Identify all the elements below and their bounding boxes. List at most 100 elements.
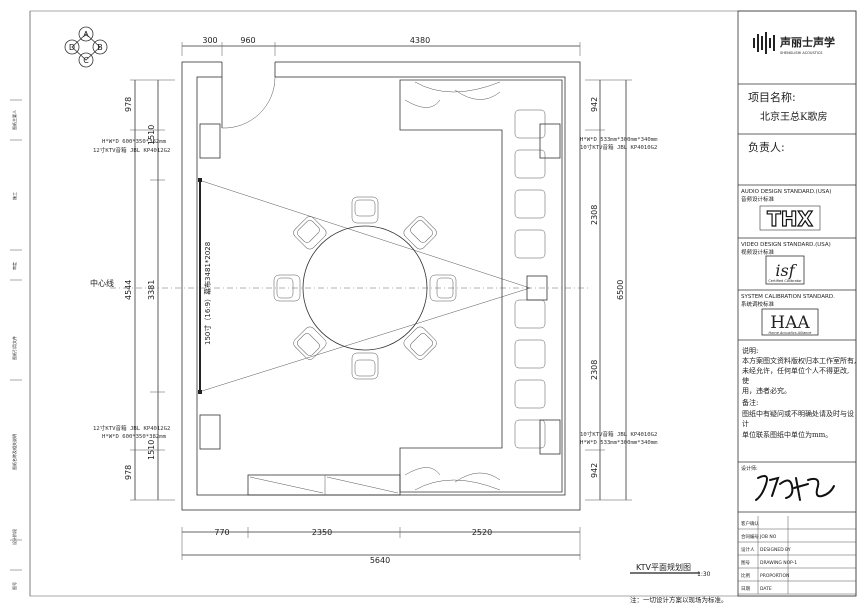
chair: [403, 216, 437, 250]
speaker-right-bottom: [539, 419, 561, 455]
bottom-dimensions: 770 2350 2520 5640: [181, 527, 581, 565]
dim-left: 978: [124, 97, 133, 112]
isf-text: isf: [775, 261, 797, 280]
spk-rb-model: 10寸KTV音箱 JBL KP4010G2: [580, 430, 657, 438]
drawing-title-text: KTV平面规划图: [636, 562, 691, 572]
dim-top: 960: [240, 36, 255, 45]
title-block: 声丽士声学 SHENGLISHI ACOUSTICS 项目名称: 北京王总K歌房…: [737, 10, 857, 597]
chair: [273, 274, 301, 302]
margin-label: 图纸名称及相关说明: [11, 434, 17, 470]
dim-top: 300: [202, 36, 217, 45]
haa-logo: HAA Home Acoustics Alliance: [761, 308, 819, 336]
note-line: 未经允许，任何单位个人不得更改,: [742, 366, 849, 375]
dim-right: 2308: [590, 205, 599, 225]
note-line: 备注:: [742, 398, 758, 407]
dim-left: 3381: [147, 280, 156, 300]
isf-sub: Certified Calibrator: [768, 279, 802, 283]
dim-top: 4380: [410, 36, 430, 45]
note-line: 单位联系图纸中单位为mm。: [742, 430, 832, 439]
speaker-right-top: [539, 123, 561, 159]
speaker-annotations: H*W*D 600*350*382mm 12寸KTV音箱 JBL KP4012G…: [93, 137, 658, 446]
note-line: 用，违者必究。: [742, 386, 791, 395]
info-cell: 设计人: [741, 546, 755, 553]
sofa-right: [399, 79, 563, 493]
margin-label: 图纸引用文件: [11, 336, 17, 360]
audio-std-cn: 音频设计标准: [741, 195, 775, 203]
left-dimensions: 978 1510 4544 3381 1510 978: [124, 79, 175, 501]
drawing-title: KTV平面规划图 1:30: [630, 562, 711, 578]
dim-bottom-total: 5640: [370, 556, 390, 565]
compass-label-a: A: [83, 30, 89, 39]
compass-label-d: D: [69, 43, 75, 52]
video-std: VIDEO DESIGN STANDARD.(USA): [741, 242, 831, 248]
center-line-label: 中心线: [90, 278, 114, 288]
outer-wall: [181, 61, 581, 511]
notes: 说明: 本方案图文资料版权归本工作室所有, 未经允许，任何单位个人不得更改, 使…: [742, 346, 856, 439]
speaker-left-top: [199, 123, 221, 159]
chair: [293, 216, 327, 250]
info-cell: JOB NO: [759, 534, 777, 540]
audio-std: AUDIO DESIGN STANDARD.(USA): [741, 189, 831, 195]
signature: [755, 475, 835, 501]
spk-rt-size: H*W*D 533mm*300mm*340mm: [580, 137, 658, 143]
compass-label-c: C: [83, 56, 89, 65]
dim-left: 1510: [147, 125, 156, 145]
info-cell: DATE: [760, 586, 772, 592]
spk-lb-model: 12寸KTV音箱 JBL KP4012G2: [93, 424, 170, 432]
note-line: 使: [742, 376, 749, 385]
margin-label: 图纸主要人: [11, 110, 17, 130]
compass-icon: A B C D: [64, 26, 108, 68]
speaker-left-bottom: [199, 414, 221, 450]
dim-bottom: 770: [214, 528, 229, 537]
project-name: 北京王总K歌房: [760, 110, 827, 123]
center-speaker: [526, 275, 548, 301]
info-cell: P-1: [790, 560, 797, 566]
spk-lt-model: 12寸KTV音箱 JBL KP4012G2: [93, 146, 170, 154]
margin-label: 图号: [11, 582, 17, 590]
dim-right: 6500: [616, 280, 625, 300]
round-table: [302, 225, 428, 351]
margin-label: 施工: [11, 192, 17, 200]
owner-label: 负责人:: [748, 140, 785, 154]
chair: [429, 274, 457, 302]
logo: 声丽士声学 SHENGLISHI ACOUSTICS: [753, 32, 835, 55]
note-line: 说明:: [742, 346, 758, 355]
sys-std: SYSTEM CALIBRATION STANDARD.: [741, 294, 835, 300]
bench: [247, 474, 401, 496]
info-cell: 比例: [741, 572, 750, 579]
left-margin-labels: 图纸主要人 施工 审定 图纸引用文件 图纸名称及相关说明 设计阶段 图号: [10, 99, 22, 590]
project-label: 项目名称:: [748, 90, 796, 104]
chairs: [273, 196, 457, 380]
spk-lb-size: H*W*D 600*350*382mm: [102, 434, 167, 440]
chair: [293, 326, 327, 360]
dim-right: 942: [590, 463, 599, 478]
info-cell: PROPORTION: [760, 573, 789, 579]
chair: [351, 196, 379, 224]
info-cell: DRAWING NO: [760, 560, 791, 566]
margin-label: 设计阶段: [11, 529, 17, 545]
dim-left: 4544: [124, 280, 133, 300]
compass-label-b: B: [97, 43, 103, 52]
logo-sub: SHENGLISHI ACOUSTICS: [780, 51, 823, 55]
room-plan: 中心线 150寸（16:9）幕布3481*2028: [90, 60, 590, 511]
dim-bottom: 2350: [312, 528, 332, 537]
door-swing: [221, 76, 276, 129]
haa-sub: Home Acoustics Alliance: [769, 331, 812, 335]
dim-bottom: 2520: [472, 528, 492, 537]
isf-logo: isf Certified Calibrator: [765, 255, 805, 285]
screen-label: 150寸（16:9）幕布3481*2028: [203, 242, 212, 345]
sheet-border: [29, 10, 857, 597]
info-cell: 图号: [741, 560, 750, 566]
logo-text: 声丽士声学: [779, 35, 835, 49]
info-cell: 合同编号: [741, 533, 759, 540]
top-dimensions: 300 960 4380: [181, 36, 581, 56]
thx-logo: THX: [759, 205, 821, 232]
info-cell: DESIGNED BY: [760, 547, 791, 553]
info-cell: 日期: [741, 586, 750, 592]
chair: [351, 352, 379, 380]
margin-label: 审定: [11, 262, 17, 270]
sofa-cushions: [514, 109, 546, 449]
note-line: 计: [742, 419, 749, 428]
dim-right: 942: [590, 97, 599, 112]
